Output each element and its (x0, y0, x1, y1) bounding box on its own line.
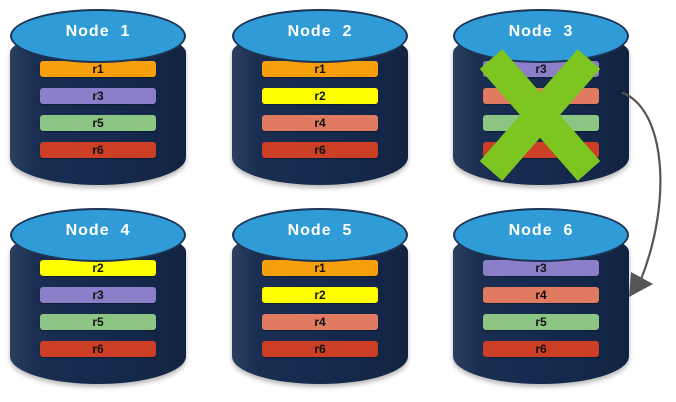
node-4-record-r6-label: r6 (92, 342, 104, 356)
node-6-body (453, 230, 629, 384)
node-3-record-r6[interactable] (483, 142, 599, 158)
node-2-record-r2-label: r2 (314, 89, 326, 103)
node-4-title: Node 4 (65, 222, 131, 239)
node-2-record-r4[interactable]: r4 (262, 115, 378, 131)
node-5-record-r6-label: r6 (314, 342, 326, 356)
node-6[interactable]: r3 r4 r5 r6 Node 6 (453, 208, 629, 384)
node-1-record-r1-label: r1 (92, 62, 104, 76)
node-2-records: r1 r2 r4 r6 (262, 61, 378, 158)
node-4[interactable]: r2 r3 r5 r6 Node 4 (10, 208, 186, 384)
node-6-top-disc (453, 208, 629, 262)
node-6-record-r3[interactable]: r3 (483, 260, 599, 276)
node-1[interactable]: r1 r3 r5 r6 Node 1 (10, 9, 186, 185)
node-2[interactable]: r1 r2 r4 r6 Node 2 (232, 9, 408, 185)
node-1-title: Node 1 (65, 23, 131, 40)
node-5[interactable]: r1 r2 r4 r6 Node 5 (232, 208, 408, 384)
node-4-record-r2[interactable]: r2 (40, 260, 156, 276)
node-2-record-r4-label: r4 (314, 116, 326, 130)
node-4-record-r3[interactable]: r3 (40, 287, 156, 303)
node-6-record-r6[interactable]: r6 (483, 341, 599, 357)
node-3-records: r3 (483, 61, 599, 158)
node-3-record-r3-label: r3 (535, 62, 547, 76)
node-5-title: Node 5 (287, 222, 353, 239)
node-2-record-r6[interactable]: r6 (262, 142, 378, 158)
node-4-records: r2 r3 r5 r6 (40, 260, 156, 357)
node-5-record-r6[interactable]: r6 (262, 341, 378, 357)
node-4-record-r6[interactable]: r6 (40, 341, 156, 357)
node-3-record-r5[interactable] (483, 115, 599, 131)
node-1-record-r1[interactable]: r1 (40, 61, 156, 77)
node-2-record-r1[interactable]: r1 (262, 61, 378, 77)
node-1-records: r1 r3 r5 r6 (40, 61, 156, 158)
node-1-record-r3-label: r3 (92, 89, 104, 103)
node-6-record-r5[interactable]: r5 (483, 314, 599, 330)
node-6-record-r3-label: r3 (535, 261, 547, 275)
node-5-record-r1[interactable]: r1 (262, 260, 378, 276)
node-5-record-r4-label: r4 (314, 315, 326, 329)
node-3[interactable]: r3 Node 3 (453, 9, 629, 185)
node-4-record-r3-label: r3 (92, 288, 104, 302)
node-1-record-r3[interactable]: r3 (40, 88, 156, 104)
node-1-record-r5-label: r5 (92, 116, 104, 130)
node-5-record-r2[interactable]: r2 (262, 287, 378, 303)
node-3-record-r3[interactable]: r3 (483, 61, 599, 77)
node-6-title: Node 6 (508, 222, 574, 239)
node-1-record-r5[interactable]: r5 (40, 115, 156, 131)
node-2-record-r1-label: r1 (314, 62, 326, 76)
node-2-top-disc (232, 9, 408, 63)
node-6-record-r4-label: r4 (535, 288, 547, 302)
node-5-record-r1-label: r1 (314, 261, 326, 275)
node-5-record-r4[interactable]: r4 (262, 314, 378, 330)
node-1-record-r6[interactable]: r6 (40, 142, 156, 158)
node-2-title: Node 2 (287, 23, 353, 40)
node-2-record-r6-label: r6 (314, 143, 326, 157)
node-1-record-r6-label: r6 (92, 143, 104, 157)
node-6-records: r3 r4 r5 r6 (483, 260, 599, 357)
node-6-record-r5-label: r5 (535, 315, 547, 329)
node-2-record-r2[interactable]: r2 (262, 88, 378, 104)
node-6-record-r4[interactable]: r4 (483, 287, 599, 303)
node-3-record-r4[interactable] (483, 88, 599, 104)
node-4-record-r5-label: r5 (92, 315, 104, 329)
node-4-top-disc (10, 208, 186, 262)
node-4-record-r5[interactable]: r5 (40, 314, 156, 330)
node-4-record-r2-label: r2 (92, 261, 104, 275)
node-6-record-r6-label: r6 (535, 342, 547, 356)
node-5-top-disc (232, 208, 408, 262)
node-5-record-r2-label: r2 (314, 288, 326, 302)
node-3-title: Node 3 (508, 23, 574, 40)
node-5-records: r1 r2 r4 r6 (262, 260, 378, 357)
failover-arrow-head (629, 272, 653, 297)
node-1-top-disc (10, 9, 186, 63)
